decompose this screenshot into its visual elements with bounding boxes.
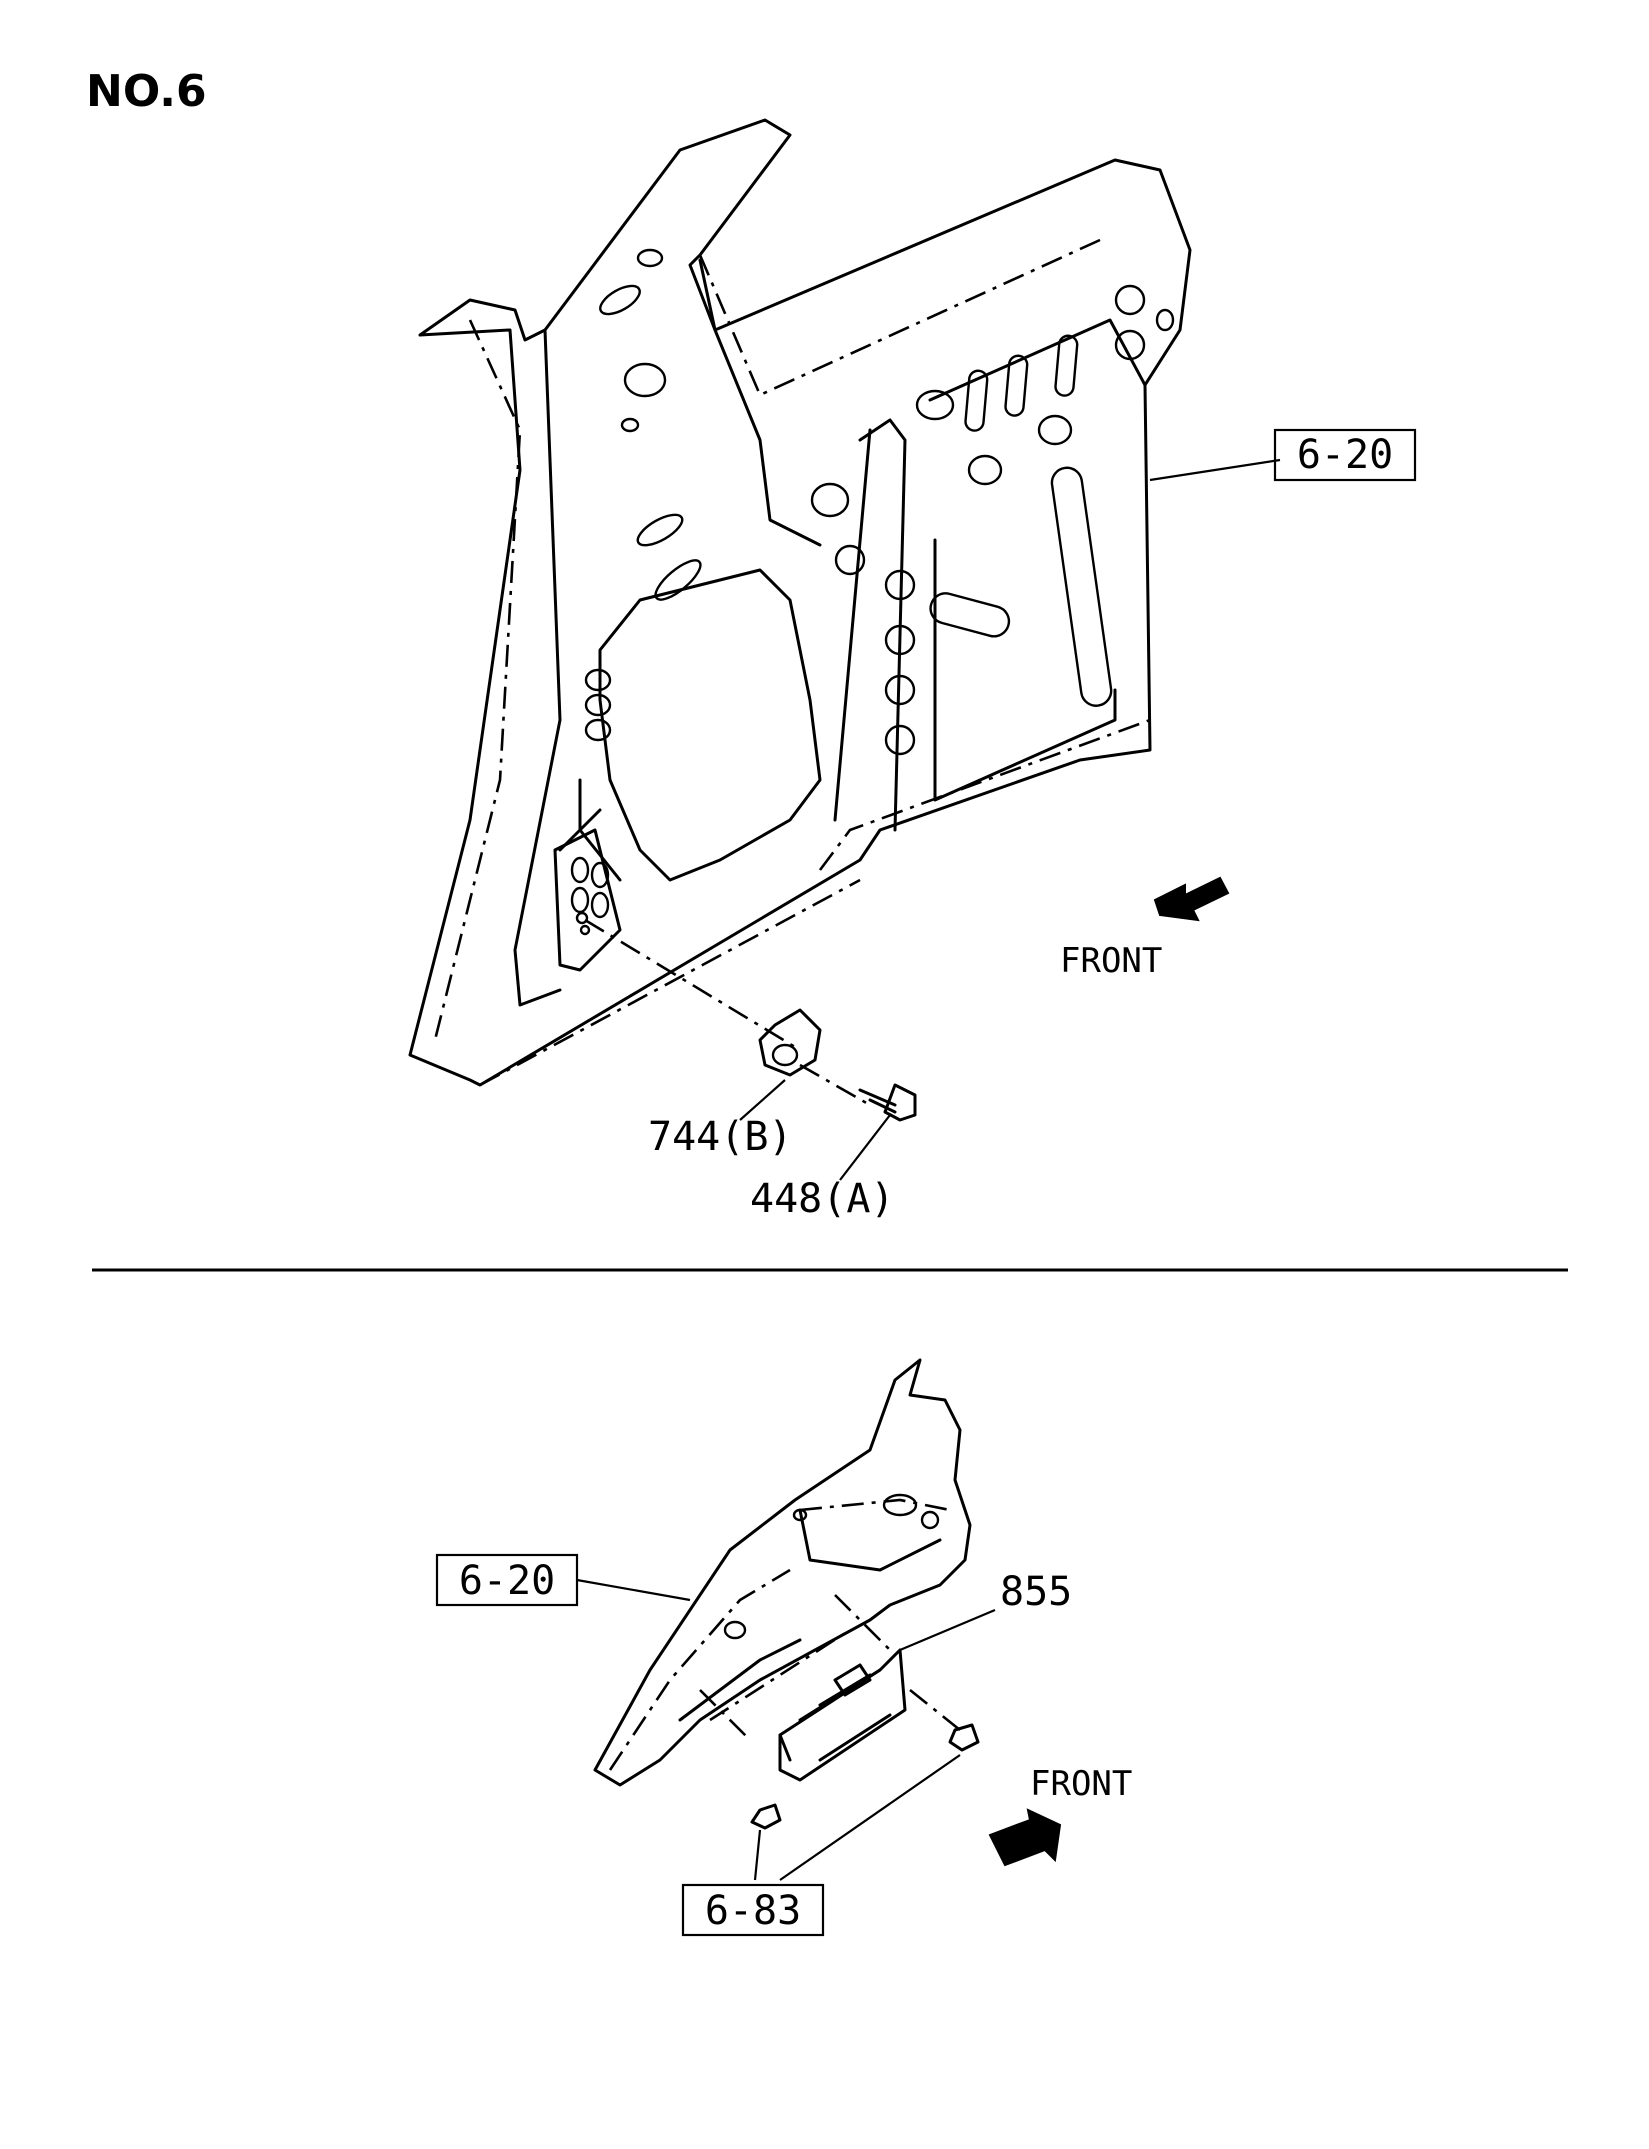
ref-6-20-lower: 6-20 bbox=[459, 1558, 555, 1604]
bolt-448a bbox=[858, 1083, 917, 1122]
label-855: 855 bbox=[1000, 1569, 1072, 1615]
leader-448a bbox=[839, 1114, 891, 1181]
ref-box-6-20-lower bbox=[435, 1553, 579, 1607]
lower-view: 6-20 855 6-83 FRONT bbox=[435, 1358, 1132, 1937]
front-label-upper: FRONT bbox=[1060, 941, 1162, 981]
ref-box-6-20-upper bbox=[1273, 428, 1417, 482]
front-label-lower: FRONT bbox=[1030, 1764, 1132, 1804]
stud-top-line bbox=[834, 1594, 891, 1651]
leader-855 bbox=[899, 1608, 996, 1652]
body-side-panel-lower bbox=[593, 1358, 972, 1787]
module-855 bbox=[778, 1648, 907, 1782]
label-448a: 448(A) bbox=[750, 1176, 895, 1222]
leader-6-20-upper bbox=[1149, 458, 1281, 482]
stud-right-line bbox=[909, 1688, 961, 1732]
ref-6-20-upper: 6-20 bbox=[1297, 432, 1393, 478]
nut-right-icon bbox=[948, 1723, 980, 1752]
front-arrow-lower-icon bbox=[988, 1808, 1062, 1867]
stud-left-line bbox=[699, 1689, 751, 1741]
page-title: NO.6 bbox=[86, 66, 207, 117]
front-arrow-upper-icon bbox=[1153, 876, 1230, 922]
body-side-panel bbox=[408, 118, 1192, 1087]
ref-box-6-83 bbox=[681, 1883, 825, 1937]
label-744b: 744(B) bbox=[648, 1114, 793, 1160]
panel-holes bbox=[570, 248, 1175, 936]
ref-6-83: 6-83 bbox=[705, 1888, 801, 1934]
bracket-744b bbox=[758, 1008, 822, 1077]
leader-6-20-lower bbox=[576, 1578, 691, 1602]
nut-left-icon bbox=[750, 1803, 782, 1830]
leader-6-83-right bbox=[779, 1754, 961, 1881]
leader-6-83-left bbox=[753, 1829, 762, 1881]
bolt-leader-line bbox=[799, 1063, 871, 1107]
leader-744b bbox=[739, 1079, 786, 1121]
upper-view: 6-20 744(B) 448(A) FRONT bbox=[408, 118, 1417, 1222]
mounting-plate bbox=[553, 828, 622, 972]
